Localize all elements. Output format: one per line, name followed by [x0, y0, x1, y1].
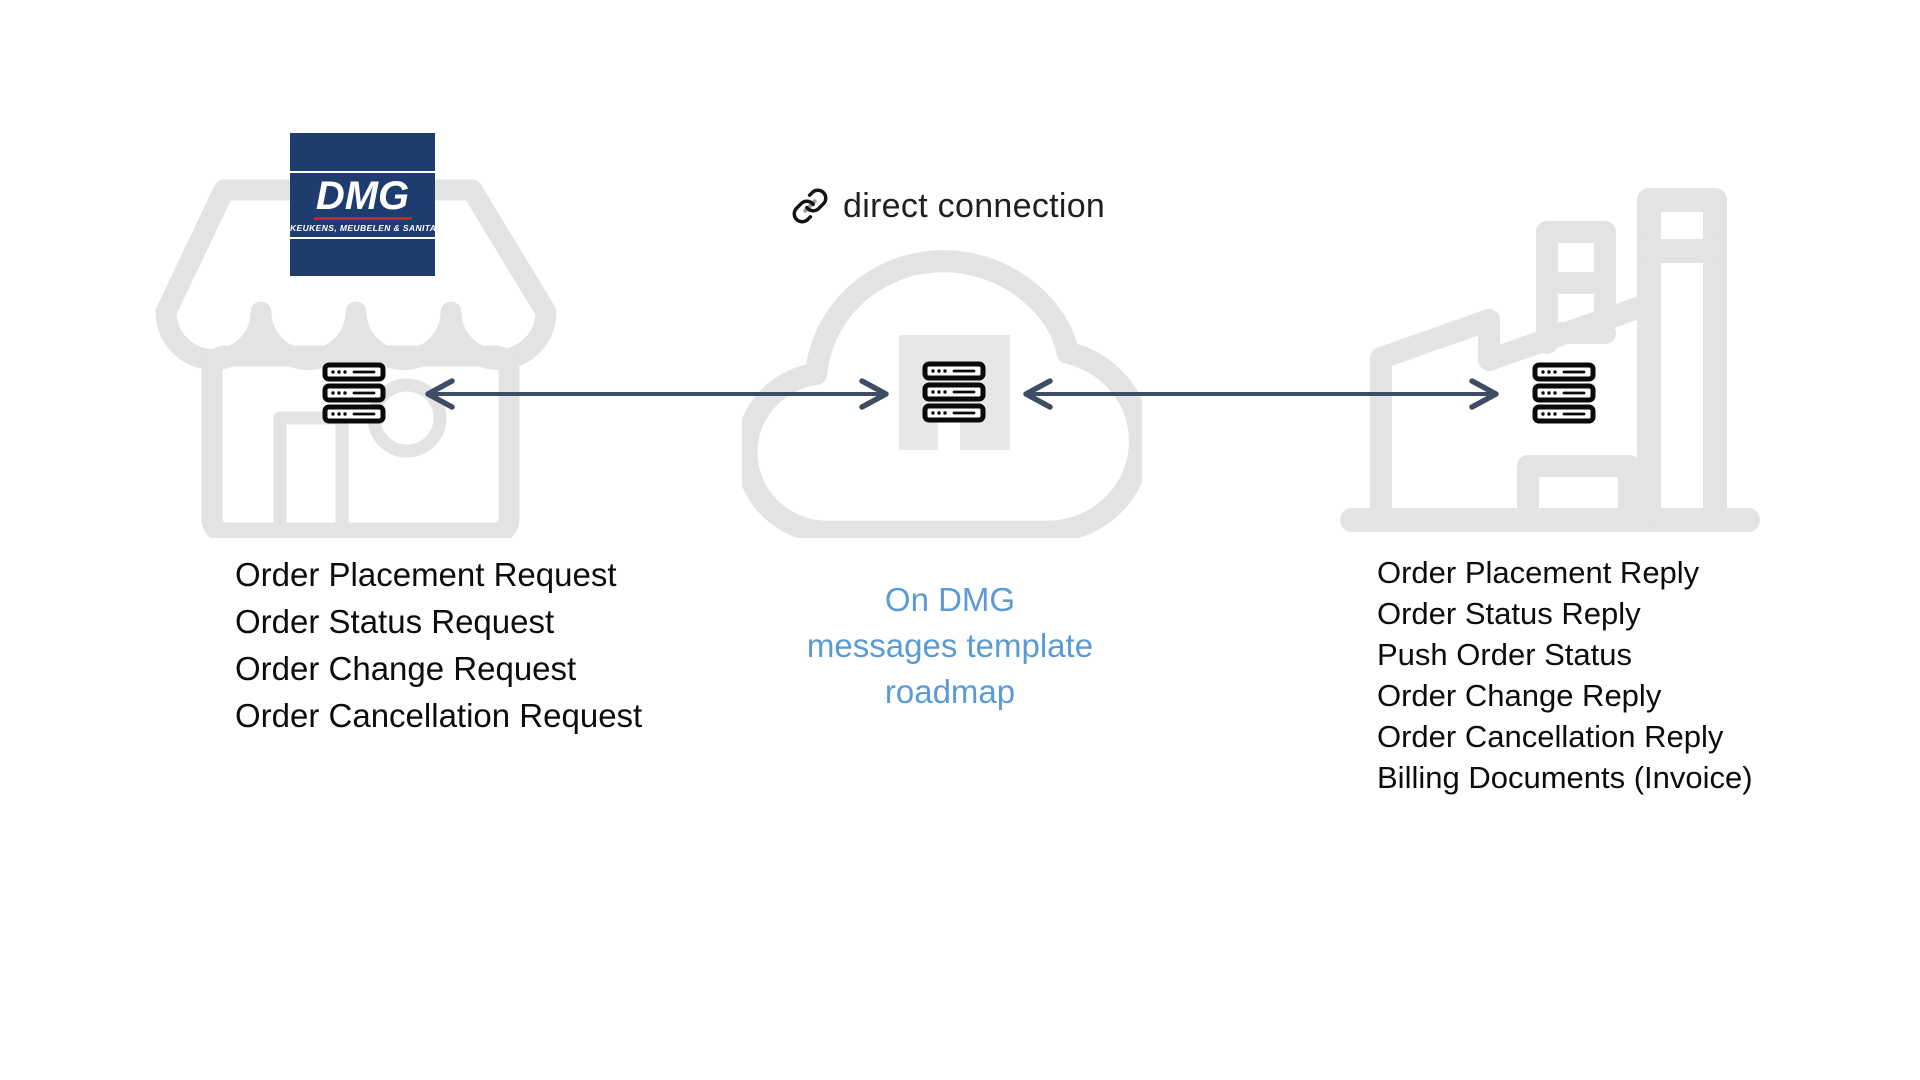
cloud-note-line: messages template: [806, 627, 1094, 664]
factory-message-line: Push Order Status: [1377, 637, 1633, 672]
store-message-line: Order Placement Request: [235, 556, 617, 593]
dmg-logo: DMG KEUKENS, MEUBELEN & SANITAIR: [290, 133, 446, 276]
direct-connection-label: direct connection: [843, 187, 1106, 225]
dmg-logo-red-rule: [313, 216, 412, 220]
store-message-line: Order Change Request: [235, 650, 577, 687]
factory-message-line: Order Cancellation Reply: [1377, 719, 1724, 754]
cloud-note: On DMG messages template roadmap: [720, 577, 1180, 715]
store-server-icon: [322, 362, 386, 424]
dmg-logo-title: DMG: [315, 173, 410, 218]
factory-server-icon: [1532, 362, 1596, 424]
cloud-icon: [742, 250, 1142, 538]
cloud-note-line: On DMG: [884, 581, 1016, 618]
factory-message-line: Order Placement Reply: [1377, 555, 1700, 590]
dmg-logo-subtitle: KEUKENS, MEUBELEN & SANITAIR: [290, 222, 446, 233]
dmg-logo-band: DMG KEUKENS, MEUBELEN & SANITAIR: [290, 170, 446, 239]
storefront-icon: [155, 179, 557, 538]
arrow-cloud-factory: [1023, 378, 1499, 410]
cloud-note-line: roadmap: [884, 673, 1016, 710]
link-icon: [792, 188, 828, 224]
factory-message-line: Order Change Reply: [1377, 678, 1662, 713]
store-message-line: Order Cancellation Request: [235, 697, 643, 734]
factory-icon: [1340, 188, 1760, 532]
factory-message-line: Order Status Reply: [1377, 596, 1641, 631]
factory-message-list: Order Placement Reply Order Status Reply…: [1377, 552, 1753, 798]
store-message-list: Order Placement Request Order Status Req…: [235, 551, 642, 739]
factory-message-line: Billing Documents (Invoice): [1377, 760, 1753, 795]
store-message-line: Order Status Request: [235, 603, 555, 640]
cloud-server-icon: [922, 361, 986, 423]
arrow-store-cloud: [425, 378, 889, 410]
direct-connection-header: direct connection: [791, 186, 1105, 226]
